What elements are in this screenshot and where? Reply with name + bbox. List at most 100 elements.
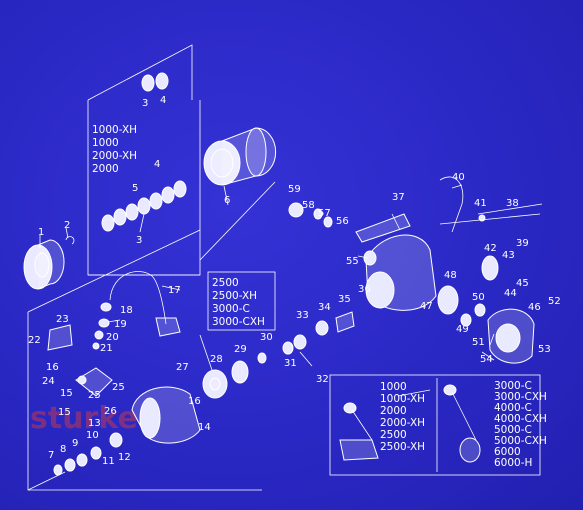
body-size-2: 3000-C bbox=[212, 303, 250, 315]
drag-knob-part bbox=[23, 239, 65, 290]
rotor-part bbox=[131, 386, 201, 444]
leader-lines bbox=[39, 184, 495, 371]
label-37: 37 bbox=[392, 192, 405, 203]
label-29: 29 bbox=[234, 344, 247, 355]
body-size-3: 3000-CXH bbox=[212, 316, 265, 328]
label-19: 19 bbox=[114, 319, 127, 330]
body-size-list: 2500 2500-XH 3000-C 3000-CXH bbox=[212, 277, 265, 328]
label-34: 34 bbox=[318, 302, 331, 313]
label-11: 11 bbox=[102, 456, 115, 467]
handle-small-list: 1000 1000-XH 2000 2000-XH 2500 2500-XH bbox=[380, 381, 425, 453]
label-52: 52 bbox=[548, 296, 561, 307]
handle-small-4: 2500 bbox=[380, 429, 407, 441]
label-15-b: 15 bbox=[60, 388, 73, 399]
handle-large-list: 3000-C 3000-CXH 4000-C 4000-CXH 5000-C 5… bbox=[494, 380, 547, 469]
label-42: 42 bbox=[484, 243, 497, 254]
label-21: 21 bbox=[100, 343, 113, 354]
label-14: 14 bbox=[198, 422, 211, 433]
label-16: 16 bbox=[46, 362, 59, 373]
label-36: 36 bbox=[358, 284, 371, 295]
label-46: 46 bbox=[528, 302, 541, 313]
handle-small-3: 2000-XH bbox=[380, 417, 425, 429]
label-35: 35 bbox=[338, 294, 351, 305]
label-26: 26 bbox=[104, 406, 117, 417]
label-15: 15 bbox=[58, 407, 71, 418]
handle-small-5: 2500-XH bbox=[380, 441, 425, 453]
label-12: 12 bbox=[118, 452, 131, 463]
spool-frame bbox=[87, 44, 276, 276]
label-32: 32 bbox=[316, 374, 329, 385]
handle-large-0: 3000-C bbox=[494, 380, 532, 392]
label-13: 13 bbox=[88, 418, 101, 429]
label-48: 48 bbox=[444, 270, 457, 281]
label-39: 39 bbox=[516, 238, 529, 249]
label-51: 51 bbox=[472, 337, 485, 348]
label-24: 24 bbox=[42, 376, 55, 387]
label-18: 18 bbox=[120, 305, 133, 316]
label-3: 3 bbox=[136, 235, 142, 246]
handle-large-5: 5000-CXH bbox=[494, 435, 547, 447]
label-38: 38 bbox=[506, 198, 519, 209]
label-6: 6 bbox=[224, 195, 230, 206]
label-1: 1 bbox=[38, 227, 44, 238]
label-27: 27 bbox=[176, 362, 189, 373]
label-57: 57 bbox=[318, 208, 331, 219]
label-41: 41 bbox=[474, 198, 487, 209]
spool-size-0: 1000-XH bbox=[92, 124, 137, 136]
handle-large-1: 3000-CXH bbox=[494, 391, 547, 403]
body-size-0: 2500 bbox=[212, 277, 239, 289]
handle-large-2: 4000-C bbox=[494, 402, 532, 414]
handle-small-2: 2000 bbox=[380, 405, 407, 417]
label-28: 28 bbox=[210, 354, 223, 365]
reel-body-part bbox=[355, 213, 437, 311]
label-30: 30 bbox=[260, 332, 273, 343]
label-31: 31 bbox=[284, 358, 297, 369]
handle-large-3: 4000-CXH bbox=[494, 413, 547, 425]
label-45: 45 bbox=[516, 278, 529, 289]
spool-size-1: 1000 bbox=[92, 137, 119, 149]
body-size-box bbox=[207, 271, 276, 331]
label-59: 59 bbox=[288, 184, 301, 195]
label-33: 33 bbox=[296, 310, 309, 321]
label-10: 10 bbox=[86, 430, 99, 441]
label-7: 7 bbox=[48, 450, 54, 461]
handle-small-0: 1000 bbox=[380, 381, 407, 393]
label-47: 47 bbox=[420, 301, 433, 312]
spool-size-list: 1000-XH 1000 2000-XH 2000 bbox=[92, 124, 137, 175]
label-16-b: 16 bbox=[188, 396, 201, 407]
label-5: 5 bbox=[132, 183, 138, 194]
label-3-top: 3 bbox=[142, 98, 148, 109]
label-20: 20 bbox=[106, 332, 119, 343]
label-17: 17 bbox=[168, 285, 181, 296]
label-55: 55 bbox=[346, 256, 359, 267]
handle-large-4: 5000-C bbox=[494, 424, 532, 436]
handle-large-6: 6000 bbox=[494, 446, 521, 458]
handle-large-7: 6000-H bbox=[494, 457, 532, 469]
label-22: 22 bbox=[28, 335, 41, 346]
side-cover-part bbox=[487, 308, 535, 364]
label-58: 58 bbox=[302, 200, 315, 211]
label-9: 9 bbox=[72, 438, 78, 449]
handle-small-part bbox=[339, 389, 431, 461]
label-4-top: 4 bbox=[160, 95, 166, 106]
label-4: 4 bbox=[154, 159, 160, 170]
label-53: 53 bbox=[538, 344, 551, 355]
label-25-b: 25 bbox=[88, 390, 101, 401]
label-8: 8 bbox=[60, 444, 66, 455]
label-2: 2 bbox=[64, 220, 70, 231]
label-40: 40 bbox=[452, 172, 465, 183]
label-50: 50 bbox=[472, 292, 485, 303]
label-54: 54 bbox=[480, 354, 493, 365]
handle-options-box bbox=[329, 374, 541, 476]
label-56: 56 bbox=[336, 216, 349, 227]
handle-large-part bbox=[443, 384, 481, 463]
label-23: 23 bbox=[56, 314, 69, 325]
part-labels: 1 2 3 4 5 6 7 8 9 10 11 12 13 14 15 16 1… bbox=[28, 95, 561, 467]
body-size-1: 2500-XH bbox=[212, 290, 257, 302]
label-25: 25 bbox=[112, 382, 125, 393]
label-49: 49 bbox=[456, 324, 469, 335]
spool-size-3: 2000 bbox=[92, 163, 119, 175]
label-44: 44 bbox=[504, 288, 517, 299]
